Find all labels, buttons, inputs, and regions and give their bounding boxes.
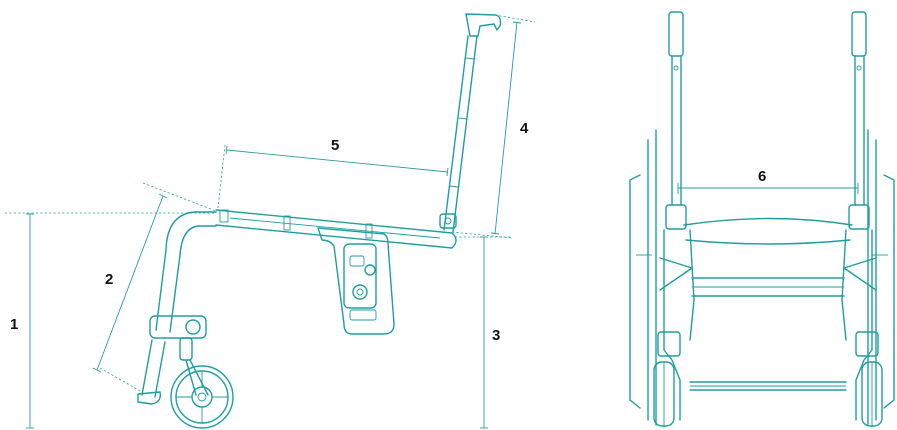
front-view: 6: [629, 11, 895, 427]
side-view: 1 2 3 4: [5, 13, 536, 429]
dimension-1-label: 1: [10, 316, 18, 333]
dimension-3: 3: [455, 236, 512, 429]
dimension-4: 4: [451, 14, 536, 239]
side-frame-right: [841, 229, 879, 421]
seat-rail: [215, 209, 457, 249]
dimension-4-label: 4: [520, 120, 529, 137]
dimension-1: 1: [5, 212, 215, 429]
caster-left: [653, 361, 675, 427]
dimension-2-label: 2: [105, 271, 113, 288]
dimension-5: 5: [217, 137, 449, 209]
dimension-6: 6: [677, 168, 859, 194]
dimension-2: 2: [92, 182, 217, 393]
backrest-post-left: [665, 11, 687, 230]
caster-wheel: [170, 365, 234, 429]
dimension-5-label: 5: [331, 137, 339, 154]
caster-right: [861, 361, 883, 427]
dimension-3-label: 3: [492, 327, 500, 344]
seat-frame: [683, 217, 853, 297]
dimension-6-label: 6: [758, 168, 766, 185]
backrest-post-right: [848, 11, 870, 230]
drive-wheel-right: [867, 129, 895, 426]
side-plate: [317, 227, 395, 335]
backrest-post: [439, 13, 502, 233]
footrest: [689, 381, 847, 391]
front-frame: [141, 211, 217, 398]
side-frame-left: [657, 229, 695, 421]
drive-wheel-left: [629, 129, 657, 426]
caster-fork: [137, 315, 209, 405]
